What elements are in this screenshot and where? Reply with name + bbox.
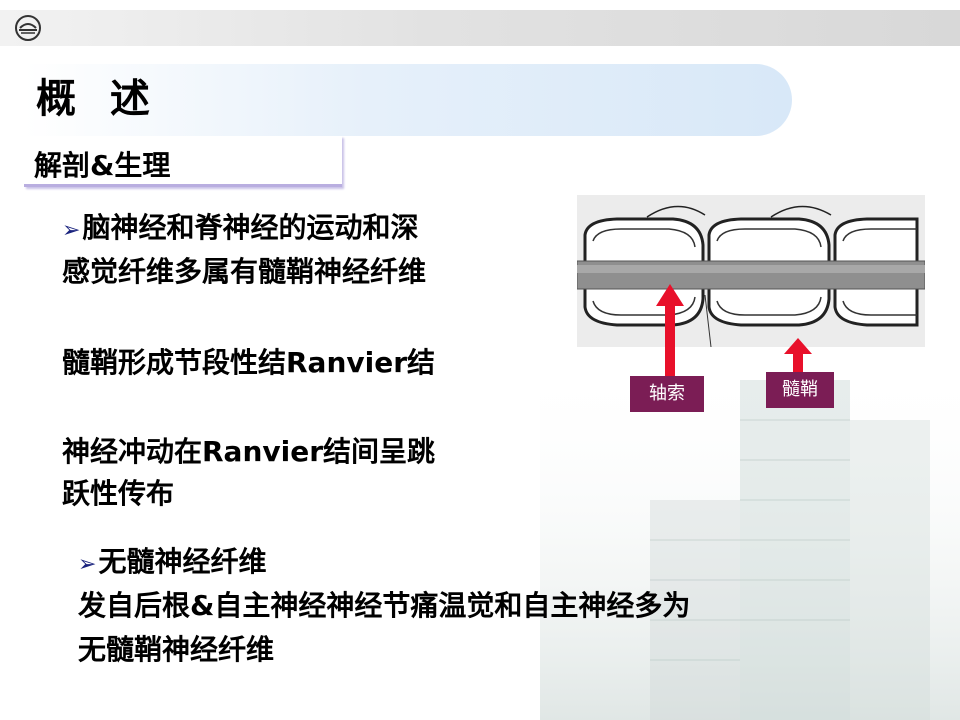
top-header-bar [0, 10, 960, 46]
section-subtitle: 解剖&生理 [34, 149, 171, 182]
bullet1-line1: ➢脑神经和脊神经的运动和深 [62, 210, 418, 249]
paragraph-unmyelinated-line2: 无髓鞘神经纤维 [78, 633, 275, 666]
paragraph-ranvier-node: 髓鞘形成节段性结Ranvier结 [62, 346, 436, 379]
arrow-bullet-icon: ➢ [62, 218, 81, 243]
arrow-bullet-icon: ➢ [78, 552, 97, 577]
paragraph-unmyelinated-line1: 发自后根&自主神经神经节痛温觉和自主神经多为 [78, 589, 691, 622]
paragraph-saltatory-line2: 跃性传布 [62, 477, 175, 510]
title-band [24, 64, 792, 136]
bullet2-line: ➢无髓神经纤维 [78, 544, 266, 583]
bullet2-text: 无髓神经纤维 [98, 545, 267, 578]
myelin-label: 髓鞘 [766, 372, 834, 408]
bullet1-text: 脑神经和脊神经的运动和深 [82, 211, 419, 244]
red-arrow-axon-icon [656, 284, 684, 378]
subtitle-box [24, 136, 342, 187]
myelinated-fiber-diagram [577, 195, 925, 347]
school-logo-icon [15, 15, 41, 41]
red-arrow-myelin-icon [784, 338, 812, 374]
background-building-image [540, 360, 960, 720]
paragraph-saltatory-line1: 神经冲动在Ranvier结间呈跳 [62, 435, 436, 468]
axon-label: 轴索 [630, 376, 704, 412]
bullet1-line2: 感觉纤维多属有髓鞘神经纤维 [62, 255, 427, 288]
page-title: 概 述 [36, 76, 160, 122]
